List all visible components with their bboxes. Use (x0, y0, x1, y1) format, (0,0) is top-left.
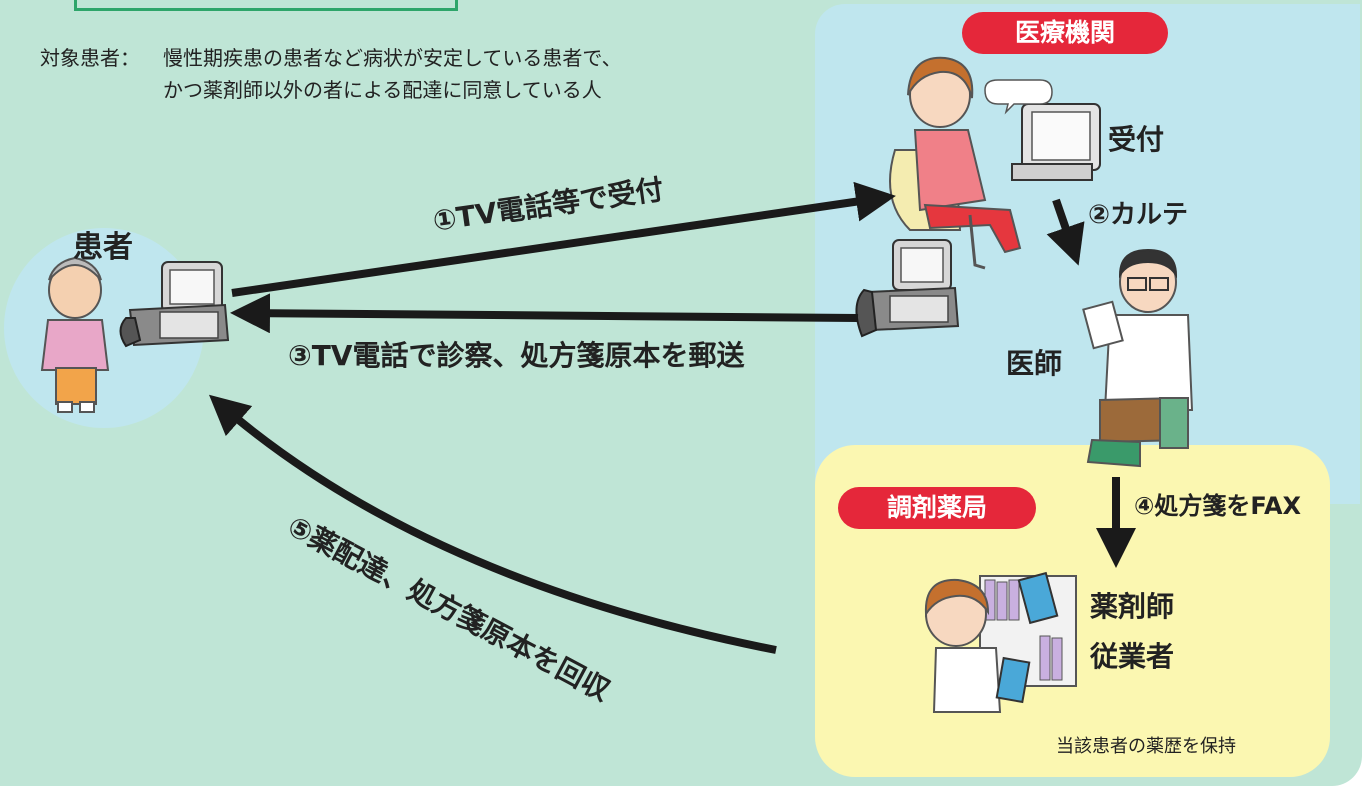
step2-label: ②カルテ (1088, 200, 1189, 230)
arrow-step1 (231, 181, 896, 297)
computer-icon (984, 79, 1101, 181)
target-label: 対象患者： (40, 46, 140, 70)
step4-label: ④処方箋をFAX (1134, 492, 1302, 520)
patient-tv-phone-icon (119, 261, 230, 348)
patient-figure-icon (40, 256, 110, 413)
pharmacy-badge: 調剤薬局 (838, 487, 1036, 529)
step3-label: ③TV電話で診察、処方箋原本を郵送 (288, 339, 745, 372)
staff-label: 従業者 (1090, 640, 1175, 673)
medical-institution-badge: 医療機関 (962, 12, 1168, 54)
pharmacist-label: 薬剤師 (1090, 590, 1175, 623)
target-line2: かつ薬剤師以外の者による配達に同意している人 (163, 78, 602, 102)
reception-label: 受付 (1108, 123, 1165, 156)
header-frame (74, 0, 458, 11)
doctor-figure-icon (1082, 248, 1194, 468)
pharmacy-note: 当該患者の薬歴を保持 (1056, 736, 1236, 757)
pharmacist-figure-icon (924, 571, 1077, 713)
target-line1: 慢性期疾患の患者など病状が安定している患者で、 (163, 46, 622, 70)
arrow-step5 (208, 394, 777, 654)
receptionist-figure-icon (889, 56, 1022, 270)
arrow-step3 (230, 293, 859, 334)
doctor-label: 医師 (1006, 347, 1063, 380)
arrow-step2 (1046, 198, 1085, 266)
patient-label: 患者 (73, 230, 133, 265)
clinic-tv-phone-icon (855, 239, 960, 338)
